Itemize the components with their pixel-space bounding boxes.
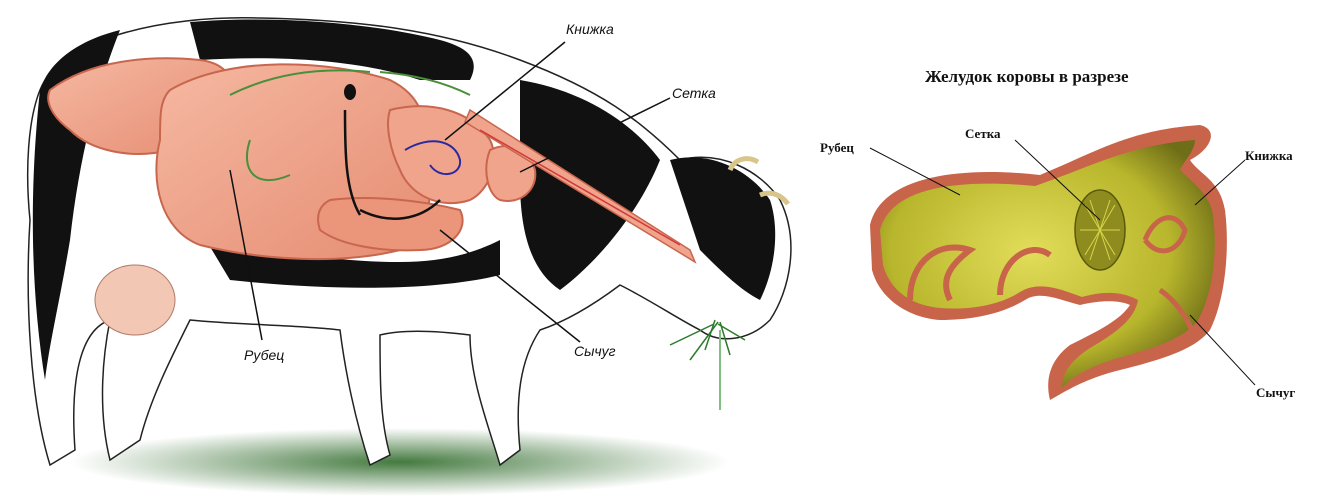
label-knizhka: Книжка <box>1245 148 1293 163</box>
label-knizhka: Книжка <box>566 21 614 37</box>
label-setka: Сетка <box>965 126 1001 141</box>
pointer-sychug <box>1190 315 1255 385</box>
diagram-title: Желудок коровы в разрезе <box>925 67 1129 86</box>
cow-illustration: Книжка Сетка Рубец Сычуг <box>0 0 800 502</box>
label-rubets: Рубец <box>244 347 284 363</box>
cow-udder <box>95 265 175 335</box>
stomach-illustration: Желудок коровы в разрезе Рубец Сетка Кни… <box>800 0 1324 502</box>
label-rubets: Рубец <box>820 140 854 155</box>
label-sychug: Сычуг <box>1256 385 1295 400</box>
label-setka: Сетка <box>672 85 716 101</box>
ground-shadow <box>70 428 730 496</box>
flow-marker <box>344 84 356 100</box>
stomach-section-diagram: Желудок коровы в разрезе Рубец Сетка Кни… <box>800 0 1324 502</box>
cow-digestive-diagram: Книжка Сетка Рубец Сычуг <box>0 0 800 502</box>
label-sychug: Сычуг <box>574 343 616 359</box>
